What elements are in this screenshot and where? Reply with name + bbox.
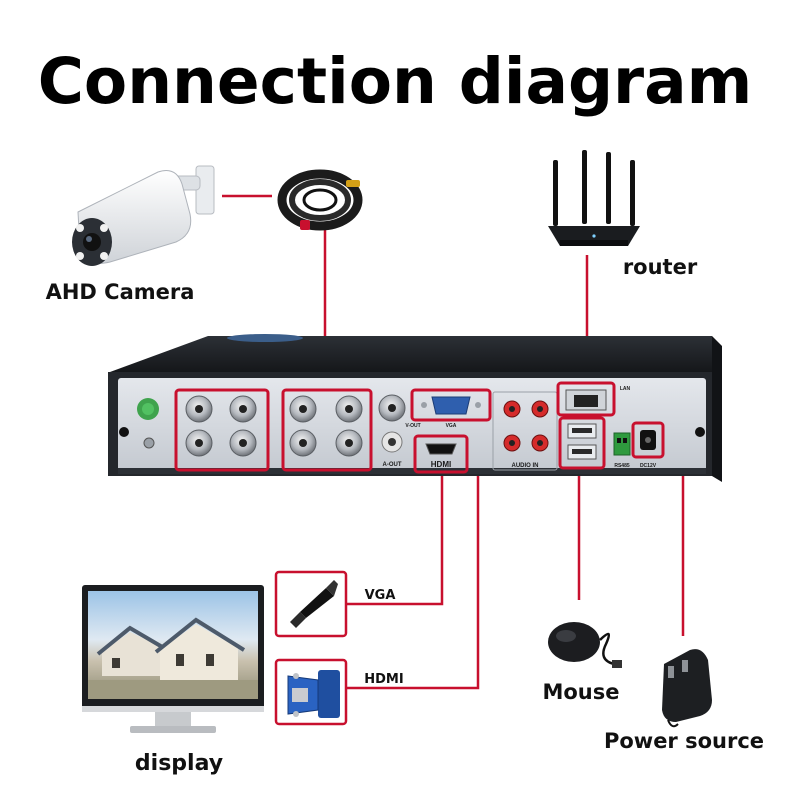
vga-label: VGA	[365, 588, 396, 603]
vga-port	[410, 388, 492, 422]
bnc-port-4	[229, 429, 257, 457]
bnc-port-1	[185, 395, 213, 423]
rs485-label: RS485	[614, 463, 630, 469]
hdmi-plug-icon	[274, 570, 348, 638]
hdmi-label: HDMI	[364, 672, 403, 687]
v-out-label: V-OUT	[405, 423, 420, 429]
camera-label: AHD Camera	[46, 280, 195, 304]
rs485-terminal	[613, 432, 631, 456]
dc12v-jack	[631, 421, 665, 459]
camera-icon	[72, 165, 215, 266]
monitor-icon	[82, 585, 264, 733]
vga-plug-icon	[274, 658, 348, 726]
a-out-label: A-OUT	[383, 462, 402, 468]
lan-port	[556, 381, 616, 417]
vga-port-label: VGA	[446, 423, 457, 429]
audio-in-ports	[492, 391, 558, 471]
bnc-port-8	[335, 429, 363, 457]
mouse-icon	[548, 622, 622, 668]
hdmi-port	[413, 434, 469, 474]
left-screw-icon	[119, 427, 129, 437]
dc12v-label: DC12V	[640, 463, 657, 469]
audio-in-label: AUDIO IN	[512, 463, 539, 469]
bnc-port-5	[289, 395, 317, 423]
hdmi-port-label: HDMI	[431, 460, 451, 469]
router-icon	[548, 150, 640, 246]
bnc-port-7	[289, 429, 317, 457]
bnc-port-3	[185, 429, 213, 457]
ground-screw-icon	[137, 398, 159, 449]
page-title: Connection diagram	[38, 45, 753, 118]
mouse-label: Mouse	[542, 680, 619, 704]
bnc-port-6	[335, 395, 363, 423]
router-label: router	[623, 255, 698, 279]
display-label: display	[135, 751, 223, 776]
usb-ports	[558, 416, 606, 470]
cable-coil-icon	[277, 169, 363, 231]
video-in-ports	[174, 388, 373, 472]
right-screw-icon	[695, 427, 705, 437]
power-label: Power source	[604, 729, 764, 753]
bnc-port-2	[229, 395, 257, 423]
video-audio-out-ports	[378, 394, 406, 453]
lan-label: LAN	[620, 386, 631, 392]
power-adapter-icon	[662, 649, 712, 728]
